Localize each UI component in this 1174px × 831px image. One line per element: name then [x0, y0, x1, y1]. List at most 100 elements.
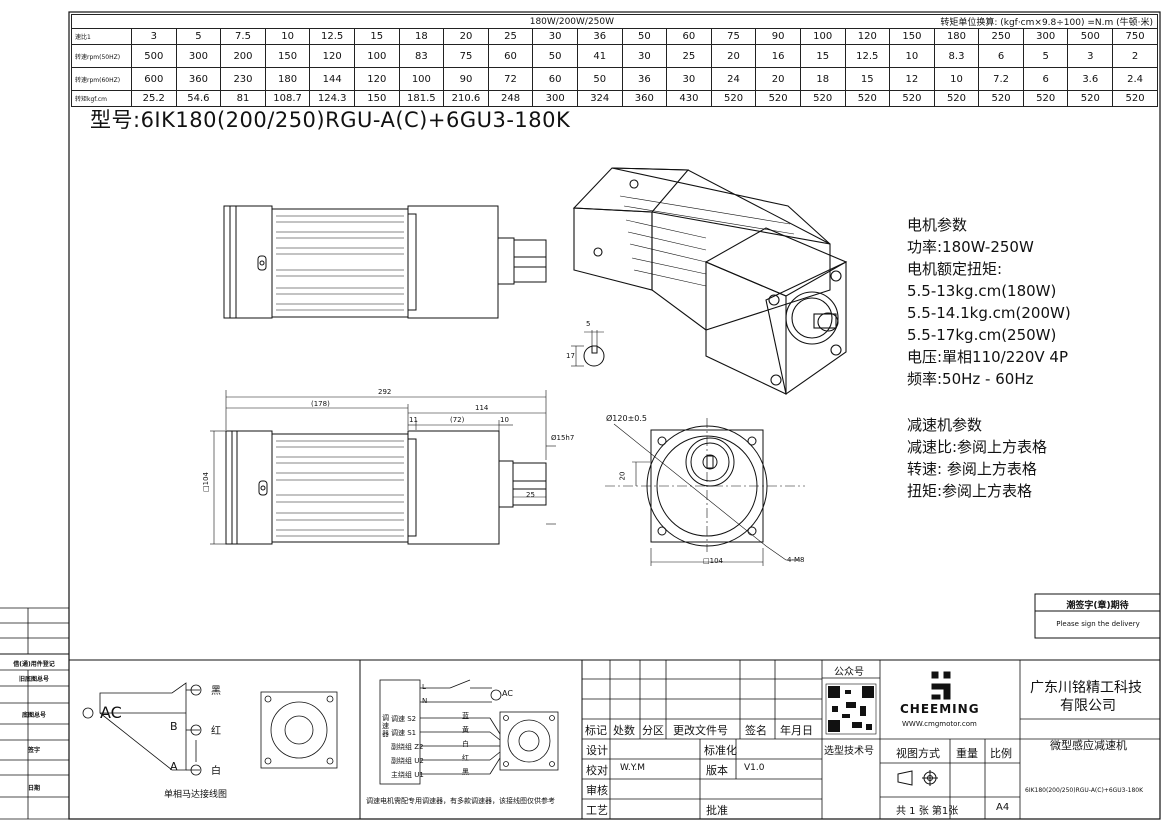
spec-cell: 360: [175, 67, 222, 91]
spec-cell: 20: [710, 44, 757, 68]
brand-logo: [931, 671, 951, 700]
flange-gap-dim: 11: [409, 416, 418, 424]
spec-cell: 600: [131, 67, 177, 91]
wiring2-n: N: [422, 697, 428, 705]
signature-line1: 潮签字(章)期待: [1066, 601, 1129, 611]
motor-param-line: 电机额定扭矩:: [907, 260, 1003, 278]
spec-cell: 250: [978, 28, 1024, 45]
motor-param-line: 频率:50Hz - 60Hz: [907, 370, 1034, 388]
model-title: 型号:6IK180(200/250)RGU-A(C)+6GU3-180K: [90, 108, 571, 132]
spec-cell: 12.5: [844, 44, 891, 68]
tb-version: 版本: [706, 764, 728, 777]
wiring2-pin-label: 副绕组 U2: [391, 757, 424, 765]
spec-cell: 150: [264, 44, 311, 68]
tb-model-small: 6IK180(200/250)RGU-A(C)+6GU3-180K: [1025, 787, 1144, 794]
total-length-dim: 292: [378, 388, 392, 396]
signature-line2: Please sign the delivery: [1056, 620, 1140, 628]
spec-cell: 72: [487, 67, 534, 91]
spec-cell: 248: [487, 90, 534, 107]
wiring1-a: A: [170, 760, 178, 773]
spec-cell: 360: [621, 90, 668, 107]
spec-cell: 520: [933, 90, 980, 107]
spec-row-label: 速比1: [71, 28, 132, 45]
spec-row-label: 转速rpm(60HZ): [71, 67, 132, 91]
gear-param-line: 转速: 参阅上方表格: [907, 460, 1037, 478]
spec-cell: 324: [576, 90, 623, 107]
spec-cell: 24: [710, 67, 757, 91]
gear-params-heading: 减速机参数: [907, 416, 983, 434]
tb-date: 年月日: [780, 724, 813, 737]
spec-cell: 520: [755, 90, 801, 107]
spec-cell: 15: [353, 28, 400, 45]
tb-check: 校对: [586, 764, 608, 777]
spec-cell: 144: [309, 67, 355, 91]
motor-param-line: 功率:180W-250W: [907, 238, 1034, 256]
spec-cell: 520: [1112, 90, 1158, 107]
projection-symbol: [897, 770, 938, 786]
tb-design: 设计: [586, 744, 608, 757]
spec-cell: 90: [443, 67, 489, 91]
qr-code: [825, 683, 877, 735]
wiring-diagram-2: [379, 679, 559, 785]
wiring1-ac: AC: [100, 703, 122, 722]
spec-cell: 124.3: [309, 90, 355, 107]
spec-cell: 12: [889, 67, 935, 91]
spec-cell: 7.2: [978, 67, 1024, 91]
tb-checker: W.Y.M: [620, 763, 646, 773]
spec-cell: 15: [844, 67, 891, 91]
key-height-dim: 17: [566, 352, 575, 360]
spec-cell: 5: [175, 28, 222, 45]
side-view-lower: [210, 390, 556, 545]
spec-cell: 3: [1067, 44, 1114, 68]
spec-cell: 30: [666, 67, 712, 91]
tb-mark: 标记: [585, 724, 607, 737]
tb-sheets: 共 1 张 第1张: [896, 806, 959, 817]
tb-weight: 重量: [956, 747, 978, 760]
spec-cell: 83: [398, 44, 445, 68]
spec-cell: 2.4: [1112, 67, 1158, 91]
spec-cell: 181.5: [398, 90, 445, 107]
motor-param-line: 5.5-14.1kg.cm(200W): [907, 304, 1071, 322]
gear-param-line: 减速比:参阅上方表格: [907, 438, 1048, 456]
spec-cell: 18: [799, 67, 846, 91]
spec-cell: 3: [131, 28, 177, 45]
motor-param-line: 5.5-17kg.cm(250W): [907, 326, 1057, 344]
tb-brand: CHEEMING: [900, 702, 980, 716]
isometric-view: [572, 167, 848, 395]
spec-cell: 430: [666, 90, 712, 107]
left-label-4: 签字: [27, 747, 40, 754]
spec-cell: 60: [487, 44, 534, 68]
square-side-dim: □104: [201, 472, 210, 492]
tb-zone: 分区: [642, 724, 664, 737]
shaft-length-dim: 25: [526, 491, 535, 499]
spec-cell: 18: [398, 28, 445, 45]
spec-cell: 3.6: [1067, 67, 1114, 91]
wiring1-white: 白: [211, 766, 221, 777]
shaft-step-dim: 10: [500, 416, 509, 424]
wiring2-controller: 调速器: [382, 714, 389, 738]
spec-cell: 100: [353, 44, 400, 68]
tb-company-1: 广东川铭精工科技: [1030, 680, 1142, 696]
gear-param-line: 扭矩:参阅上方表格: [907, 482, 1033, 500]
spec-cell: 2: [1112, 44, 1158, 68]
spec-cell: 75: [443, 44, 489, 68]
wiring2-wire-color: 黄: [462, 726, 469, 734]
side-view-upper: [223, 205, 547, 319]
wiring2-pin-label: 调速 S2: [391, 715, 417, 723]
spec-cell: 520: [1022, 90, 1069, 107]
spec-cell: 36: [576, 28, 623, 45]
spec-cell: 6: [1022, 67, 1069, 91]
front-view: [605, 418, 805, 566]
square-bottom-dim: □104: [703, 557, 723, 565]
spec-cell: 7.5: [220, 28, 266, 45]
wiring2-ac: AC: [502, 689, 513, 698]
spec-cell: 520: [799, 90, 846, 107]
tb-change-doc: 更改文件号: [673, 724, 728, 737]
left-label-3: 底图总号: [21, 712, 46, 719]
gear-length-dim: 114: [475, 404, 489, 412]
spec-cell: 30: [621, 44, 668, 68]
spec-row-label: 转矩kgf.cm: [71, 90, 132, 107]
wiring2-wire-color: 红: [462, 754, 469, 762]
